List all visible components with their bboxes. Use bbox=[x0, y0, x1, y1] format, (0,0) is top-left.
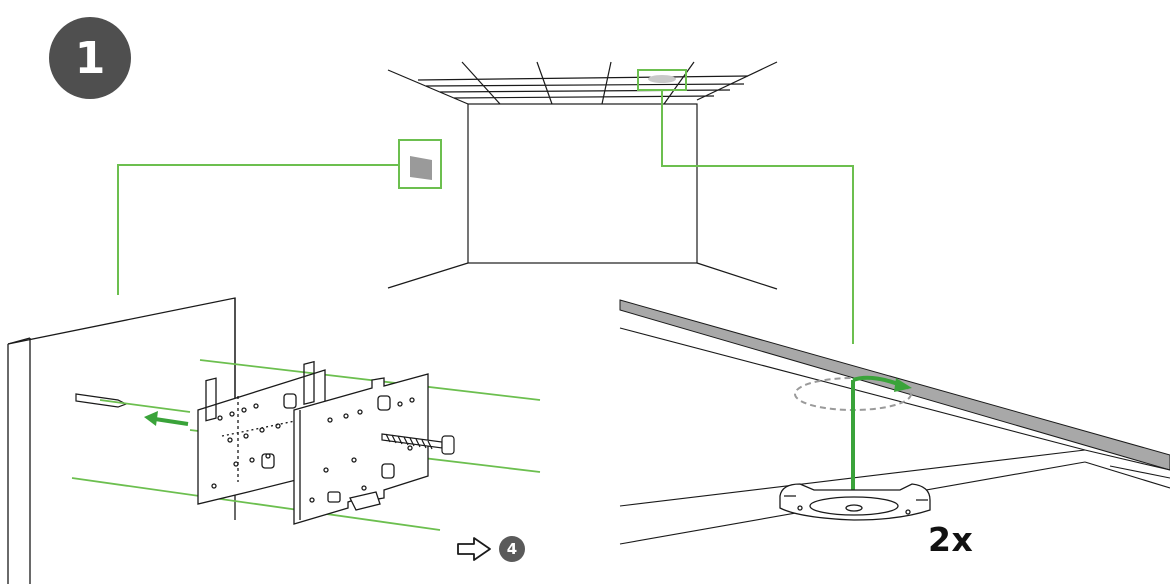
step-number: 1 bbox=[74, 32, 106, 84]
ceiling-detector-location bbox=[648, 75, 676, 83]
rotation-arrow bbox=[851, 375, 899, 500]
back-board bbox=[197, 369, 326, 505]
detector-base bbox=[779, 483, 931, 521]
mounting-screw bbox=[381, 433, 455, 455]
wall-callout-leader bbox=[117, 164, 399, 295]
outline-arrow-right-icon bbox=[457, 537, 491, 561]
room-perspective bbox=[387, 61, 778, 290]
callout-lines bbox=[117, 69, 854, 344]
push-arrow bbox=[144, 411, 189, 426]
curved-arrow-icon bbox=[894, 378, 912, 392]
step-reference-number: 4 bbox=[506, 540, 518, 558]
wall-panel-location bbox=[410, 156, 432, 180]
step-reference-badge: 4 bbox=[499, 536, 525, 562]
mounting-plate bbox=[293, 360, 429, 525]
quantity-label: 2x bbox=[928, 520, 974, 559]
ceiling-callout-leader bbox=[661, 90, 854, 344]
step-number-badge: 1 bbox=[49, 17, 131, 99]
